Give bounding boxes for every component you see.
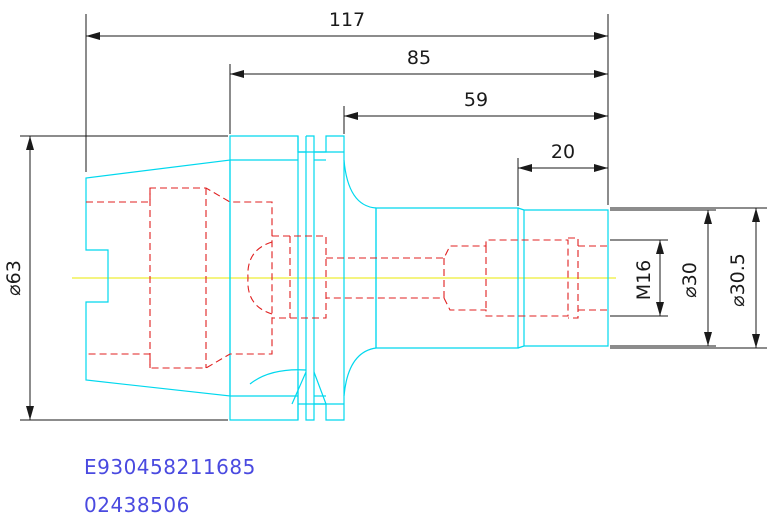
part-code-line-2: 02438506 bbox=[84, 493, 190, 517]
dim-m16-label: M16 bbox=[633, 260, 655, 301]
neck-fillet-lower bbox=[343, 347, 377, 397]
tip-outline bbox=[517, 207, 609, 349]
arrow-20-right bbox=[594, 164, 608, 172]
arrow-63-top bbox=[26, 136, 34, 150]
pocket-dome-hidden bbox=[247, 241, 273, 315]
flange-hook-curve bbox=[249, 369, 307, 385]
dim-30-label: ⌀30 bbox=[679, 262, 701, 298]
hidden-edges bbox=[86, 187, 608, 369]
arrow-20-left bbox=[518, 164, 532, 172]
dim-63-label: ⌀63 bbox=[3, 260, 25, 296]
neck-fillet-upper bbox=[343, 159, 377, 209]
dim-59-label: 59 bbox=[464, 89, 488, 111]
groove-ring-2 bbox=[314, 135, 345, 421]
dim-85-label: 85 bbox=[407, 47, 431, 69]
dim-30-5-label: ⌀30.5 bbox=[727, 253, 749, 307]
flange-chamfer-lines bbox=[291, 371, 327, 405]
arrow-117-right bbox=[594, 32, 608, 40]
dim-20-label: 20 bbox=[551, 141, 575, 163]
arrow-30-bottom bbox=[704, 332, 712, 346]
pocket-hidden bbox=[272, 235, 327, 319]
dim-117-label: 117 bbox=[329, 9, 365, 31]
arrow-30-top bbox=[704, 210, 712, 224]
arrow-59-right bbox=[594, 112, 608, 120]
arrow-63-bottom bbox=[26, 406, 34, 420]
collet-bore-hidden bbox=[86, 187, 273, 369]
arrow-59-left bbox=[344, 112, 358, 120]
arrow-m16-bottom bbox=[656, 302, 664, 316]
arrow-85-right bbox=[594, 70, 608, 78]
arrow-m16-top bbox=[656, 240, 664, 254]
part-code-line-1: E930458211685 bbox=[84, 455, 256, 479]
arrow-117-left bbox=[86, 32, 100, 40]
arrow-30-5-top bbox=[752, 208, 760, 222]
thread-end-hidden bbox=[568, 237, 579, 319]
dimensions: 117 85 59 20 ⌀63 M16 bbox=[3, 9, 767, 421]
part-outline bbox=[85, 135, 609, 421]
arrow-85-left bbox=[230, 70, 244, 78]
arrow-30-5-bottom bbox=[752, 334, 760, 348]
thread-bore-hidden bbox=[326, 239, 569, 317]
